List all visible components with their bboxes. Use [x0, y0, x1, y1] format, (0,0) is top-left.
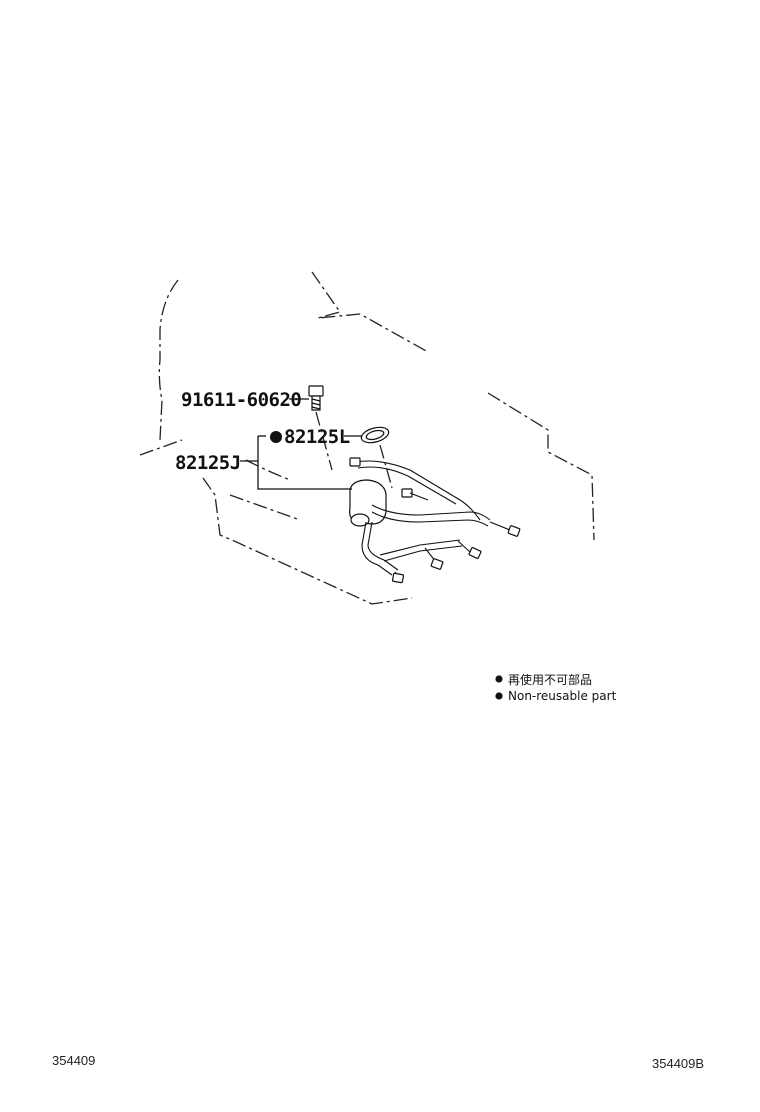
figure-code-left: 354409	[52, 1053, 95, 1068]
legend-english-label: Non-reusable part	[508, 689, 617, 703]
harness-part-number: 82125J	[175, 452, 241, 474]
gasket-part-number: 82125L	[284, 426, 350, 448]
legend-bullet-icon	[495, 692, 503, 700]
gasket-part	[360, 426, 393, 489]
engine-outline	[139, 271, 595, 605]
legend: 再使用不可部品 Non-reusable part	[495, 672, 617, 703]
figure-code-right: 354409B	[652, 1056, 704, 1071]
wire-harness	[349, 457, 521, 584]
bolt-part	[308, 385, 333, 471]
leader-lines	[240, 398, 362, 490]
bolt-part-number: 91611-60620	[181, 389, 301, 411]
non-reusable-marker-icon	[270, 431, 282, 443]
legend-japanese-label: 再使用不可部品	[508, 672, 592, 687]
legend-bullet-icon	[495, 675, 503, 683]
